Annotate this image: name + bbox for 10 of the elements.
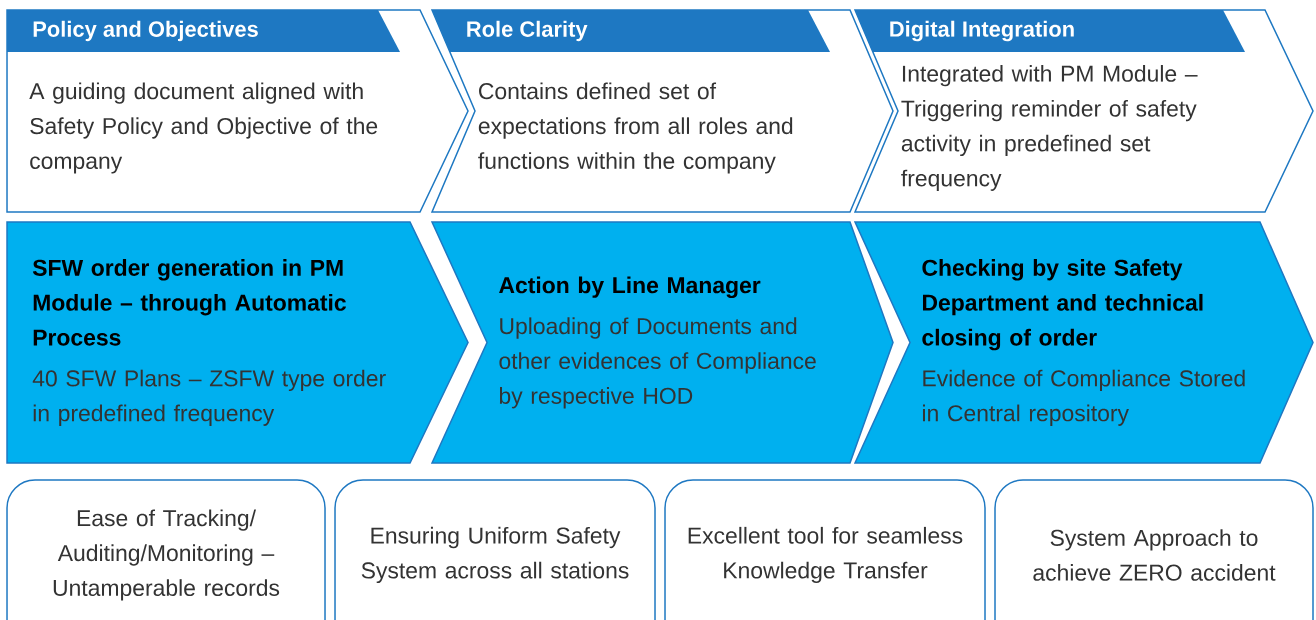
chevron-box: Action by Line Manager Uploading of Documents and other evidences of Compliance by respective HOD <box>430 221 894 464</box>
rounded-box: Ensuring Uniform Safety System across all stations <box>334 479 656 620</box>
rounded-box: Excellent tool for seamless Knowledge Transfer <box>664 479 986 620</box>
chevron-box: Digital Integration Integrated with PM Module – Triggering reminder of safety activity in predefined set frequency <box>853 9 1314 213</box>
node-label: Evidence of Compliance Stored in Central repository <box>922 369 1245 426</box>
chevron-box: SFW order generation in PM Module – through Automatic Process 40 SFW Plans – ZSFW type order in predefined frequency <box>6 221 469 464</box>
node-label: Checking by site Safety Department and technical closing of order <box>922 259 1203 351</box>
chevron-box: Checking by site Safety Department and technical closing of order Evidence of Compliance Stored in Central repository <box>853 221 1314 464</box>
rounded-box: Ease of Tracking/ Auditing/Monitoring – Untamperable records <box>6 479 326 620</box>
rounded-box: System Approach to achieve ZERO accident <box>994 479 1314 620</box>
